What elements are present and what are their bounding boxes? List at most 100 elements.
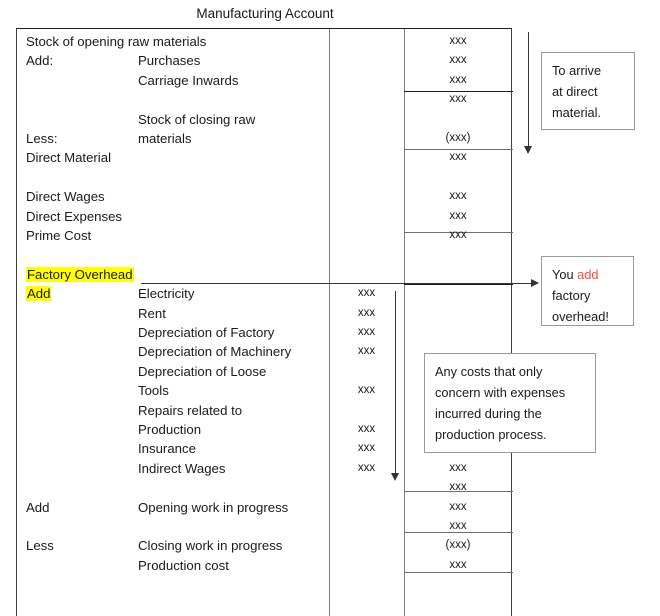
table-row: Prime Cost xxx — [17, 226, 513, 245]
row-label: Prime Cost — [26, 228, 92, 243]
row-amount-column-2: xxx — [449, 209, 467, 222]
row-label: Add — [26, 284, 52, 303]
table-row — [17, 245, 513, 264]
row-amount-column-2: (xxx) — [445, 132, 471, 144]
highlighted-text: Factory Overhead — [26, 266, 134, 282]
row-description: Opening work in progress — [138, 499, 289, 515]
table-row: Stock of closing raw — [17, 110, 513, 129]
subtotal-rule-overhead-start — [404, 284, 513, 285]
row-amount-column-2: xxx — [449, 190, 467, 203]
row-description: Indirect Wages — [138, 460, 226, 476]
row-amount-column-2: (xxx) — [445, 539, 471, 552]
table-row: Depreciation of Loose — [17, 362, 513, 381]
callout-add-overhead-line3: overhead! — [552, 309, 609, 324]
row-label: Add: — [26, 53, 54, 69]
row-amount-column-2: xxx — [449, 520, 467, 532]
table-row: Rent xxx — [17, 304, 513, 323]
subtotal-rule-wip-open — [404, 532, 513, 533]
callout-add-overhead-line1-pre: You — [552, 267, 578, 282]
table-row: Depreciation of Factory xxx — [17, 323, 513, 342]
table-row: Stock of opening raw materials xxx — [17, 32, 513, 51]
row-amount-column-2: xxx — [449, 54, 467, 67]
table-row: Insurance xxx — [17, 439, 513, 458]
column-divider-2 — [404, 29, 405, 616]
table-row: Indirect Wages xxx xxx — [17, 459, 513, 478]
row-amount-column-2: xxx — [449, 93, 467, 106]
row-amount-column-2: xxx — [449, 73, 467, 86]
callout-factory-costs-line2: concern with expenses — [435, 385, 566, 400]
row-description: Production — [138, 422, 202, 437]
column-divider-1 — [329, 29, 330, 616]
row-description: Production cost — [138, 557, 229, 573]
callout-add-overhead-accent-word: add — [577, 267, 599, 282]
table-row: Add: Purchases xxx — [17, 51, 513, 70]
row-amount-column-1: xxx — [357, 461, 376, 474]
row-description: Purchases — [138, 53, 201, 69]
table-row: Less Closing work in progress (xxx) — [17, 536, 513, 555]
callout-add-overhead-line2: factory — [552, 288, 591, 303]
table-row — [17, 168, 513, 187]
row-label: Stock of opening raw materials — [26, 34, 207, 49]
row-description: Depreciation of Factory — [138, 325, 275, 340]
subtotal-rule-wip-close — [404, 572, 513, 573]
row-amount-column-1: xxx — [357, 442, 376, 455]
callout-factory-costs-line3: incurred during the — [435, 406, 542, 421]
table-row: Repairs related to — [17, 401, 513, 420]
table-row: Direct Wages xxx — [17, 187, 513, 206]
subtotal-rule-prime-cost — [404, 232, 513, 233]
table-row: Factory Overhead — [17, 265, 513, 284]
highlighted-text: Add — [26, 286, 52, 302]
row-amount-column-1: xxx — [357, 423, 376, 435]
arrow-direct-material-shaft — [528, 32, 530, 150]
table-row: xxx — [17, 478, 513, 497]
table-row: Carriage Inwards xxx — [17, 71, 513, 90]
row-description: Insurance — [138, 441, 196, 457]
arrow-direct-material-head — [524, 146, 532, 154]
row-amount-column-2: xxx — [449, 229, 467, 241]
row-description: Rent — [138, 305, 166, 321]
callout-factory-costs-line4: production process. — [435, 427, 547, 442]
subtotal-rule-overhead-total — [404, 491, 513, 492]
row-amount-column-2: xxx — [449, 151, 467, 164]
row-label: Direct Expenses — [26, 208, 123, 224]
table-row: Less: materials (xxx) — [17, 129, 513, 148]
row-label: Factory Overhead — [26, 265, 134, 284]
arrow-overhead-items-shaft — [395, 291, 397, 477]
callout-add-overhead-line1: You add — [552, 264, 624, 285]
subtotal-rule-closing-stock — [404, 149, 513, 150]
row-description: Electricity — [138, 286, 195, 302]
table-row: Production xxx — [17, 420, 513, 439]
subtotal-rule-raw-materials — [404, 91, 513, 92]
row-description: Closing work in progress — [138, 538, 283, 554]
row-amount-column-2: xxx — [449, 461, 467, 474]
callout-direct-material-line2: at direct — [552, 84, 598, 99]
row-amount-column-2: xxx — [449, 35, 467, 47]
row-label: Less — [26, 538, 54, 554]
row-description: Carriage Inwards — [138, 72, 239, 88]
callout-add-factory-overhead: You add factory overhead! — [541, 256, 634, 326]
row-amount-column-2: xxx — [449, 500, 467, 513]
table-row: Direct Material xxx — [17, 148, 513, 167]
callout-direct-material: To arrive at direct material. — [541, 52, 635, 130]
row-label: Add — [26, 499, 50, 515]
callout-factory-costs-line1: Any costs that only — [435, 364, 543, 379]
row-label: Direct Wages — [26, 189, 105, 205]
row-amount-column-1: xxx — [357, 345, 376, 358]
callout-direct-material-line1: To arrive — [552, 63, 602, 78]
row-description: materials — [138, 131, 192, 146]
table-row: Direct Expenses xxx — [17, 207, 513, 226]
table-row: xxx — [17, 90, 513, 109]
row-label: Less: — [26, 131, 58, 146]
row-label: Direct Material — [26, 150, 112, 166]
row-amount-column-1: xxx — [357, 326, 376, 338]
callout-factory-costs: Any costs that only concern with expense… — [424, 353, 596, 453]
row-amount-column-2: xxx — [449, 481, 467, 494]
row-amount-column-1: xxx — [357, 306, 376, 319]
arrow-overhead-items-head — [391, 473, 399, 481]
table-row: Add Opening work in progress xxx — [17, 498, 513, 517]
arrow-factory-overhead-shaft — [141, 283, 531, 285]
